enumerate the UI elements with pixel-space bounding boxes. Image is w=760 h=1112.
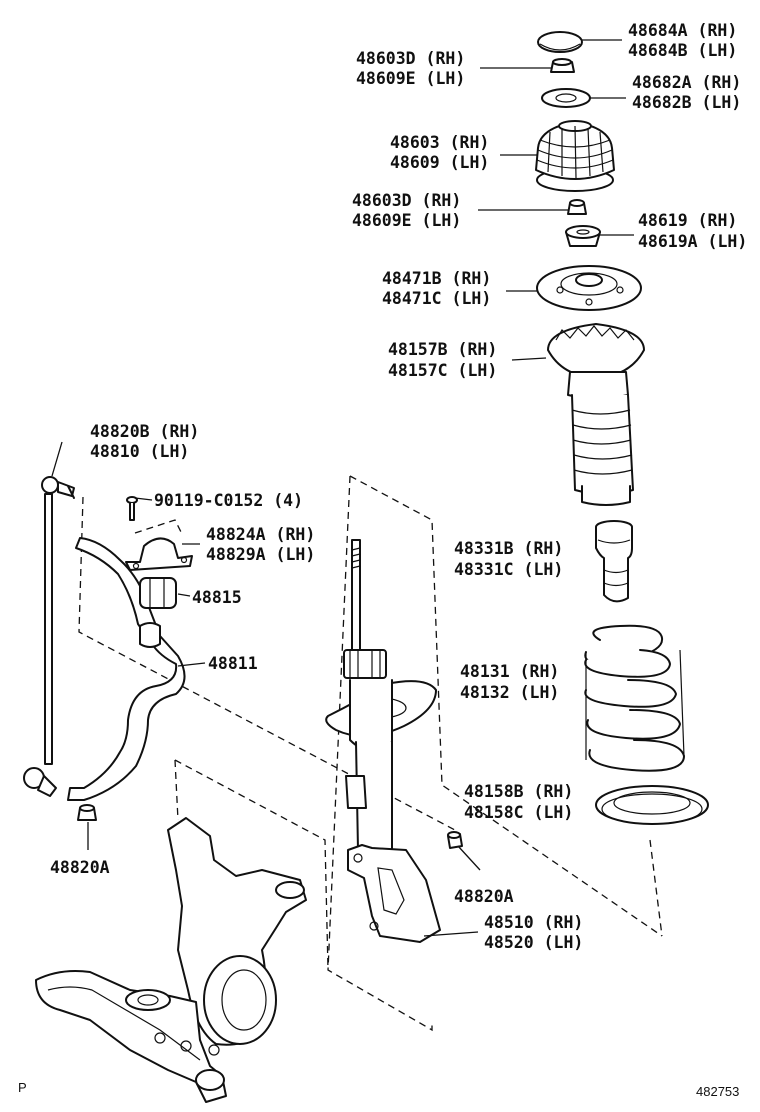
label-link-assy-rh: 48820B (RH) [90, 422, 199, 441]
label-bracket-rh: 48824A (RH) [206, 525, 315, 544]
label-support-nut-rh: 48603D (RH) [352, 191, 461, 210]
support-assy-part [535, 120, 615, 192]
knuckle-dash-frame [174, 759, 329, 971]
leader-lines [51, 39, 634, 937]
label-bracket-lh: 48829A (LH) [206, 545, 315, 564]
label-strut-assy-lh: 48520 (LH) [484, 933, 583, 952]
label-stabilizer-bar: 48811 [208, 654, 258, 673]
label-bearing-plate-lh: 48682B (LH) [632, 93, 741, 112]
label-bolt: 90119-C0152 (4) [154, 491, 303, 510]
label-upper-seat-lh: 48471C (LH) [382, 289, 491, 308]
stabilizer-link-part [23, 476, 75, 797]
spring-dash-frame [649, 839, 663, 937]
link-nut-right-part [447, 831, 463, 849]
label-lower-insulator-rh: 48158B (RH) [464, 782, 573, 801]
bearing-plate-part [541, 88, 591, 108]
upper-nut-part [550, 58, 575, 73]
label-spacer-lh: 48619A (LH) [638, 232, 747, 251]
label-support-assy-lh: 48609 (LH) [390, 153, 489, 172]
stabilizer-bar-part [67, 537, 186, 801]
lower-arm-part [35, 970, 227, 1103]
stabilizer-dash-frame [78, 496, 456, 831]
link-nut-left-part [77, 804, 97, 821]
mount-cap-part [537, 31, 583, 53]
label-link-nut-right: 48820A [454, 887, 514, 906]
label-upper-nut-lh: 48609E (LH) [356, 69, 465, 88]
coil-spring-part [584, 624, 685, 772]
label-mount-cap-lh: 48684B (LH) [628, 41, 737, 60]
strut-part [325, 539, 441, 943]
upper-seat-part [536, 265, 642, 311]
label-support-assy-rh: 48603 (RH) [390, 133, 489, 152]
lower-insulator-part [595, 785, 709, 825]
bracket-part [125, 537, 193, 571]
label-upper-nut-rh: 48603D (RH) [356, 49, 465, 68]
bushing-part [139, 577, 177, 609]
label-strut-assy-rh: 48510 (RH) [484, 913, 583, 932]
label-upper-seat-rh: 48471B (RH) [382, 269, 491, 288]
label-bearing-plate-rh: 48682A (RH) [632, 73, 741, 92]
bumper-part [595, 520, 633, 603]
label-bumper-lh: 48331C (LH) [454, 560, 563, 579]
label-bushing: 48815 [192, 588, 242, 607]
insulator-boot-part [547, 323, 645, 506]
support-nut-part [567, 199, 587, 215]
label-link-assy-lh: 48810 (LH) [90, 442, 189, 461]
label-insulator-boot-lh: 48157C (LH) [388, 361, 497, 380]
spacer-part [565, 225, 601, 247]
label-coil-spring-rh: 48131 (RH) [460, 662, 559, 681]
figure-id: 482753 [696, 1084, 739, 1099]
strut-dash-left [327, 475, 433, 1032]
label-bumper-rh: 48331B (RH) [454, 539, 563, 558]
label-coil-spring-lh: 48132 (LH) [460, 683, 559, 702]
label-lower-insulator-lh: 48158C (LH) [464, 803, 573, 822]
corner-marker: P [18, 1080, 27, 1095]
label-link-nut-left: 48820A [50, 858, 110, 877]
label-spacer-rh: 48619 (RH) [638, 211, 737, 230]
label-mount-cap-rh: 48684A (RH) [628, 21, 737, 40]
label-support-nut-lh: 48609E (LH) [352, 211, 461, 230]
bolt-part [126, 496, 138, 521]
bracket-dash [134, 519, 184, 537]
label-insulator-boot-rh: 48157B (RH) [388, 340, 497, 359]
knuckle-dash-left [174, 759, 179, 821]
